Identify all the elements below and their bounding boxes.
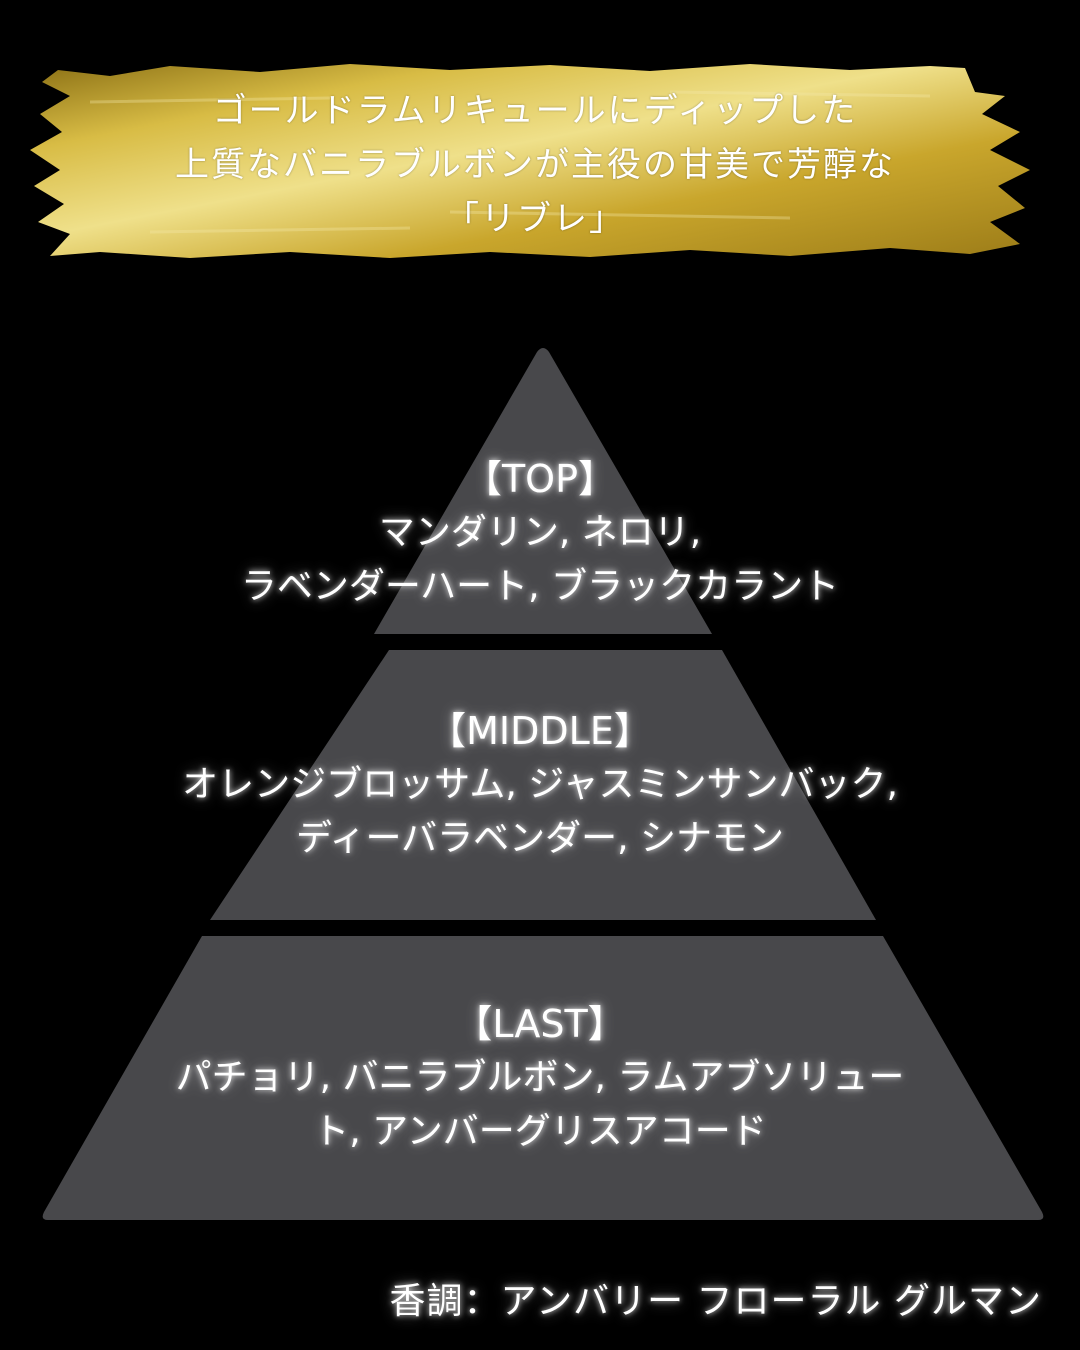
middle-notes: 【MIDDLE】 オレンジブロッサム, ジャスミンサンバック, ディーバラベンダ… [0,704,1080,866]
pyramid-tier-top [374,348,712,634]
banner-line-1: ゴールドラムリキュールにディップした [212,91,858,131]
fragrance-family: 香調：アンバリー フローラル グルマン [389,1281,1042,1322]
middle-notes-line-2: ディーバラベンダー, シナモン [295,818,784,859]
middle-notes-line-1: オレンジブロッサム, ジャスミンサンバック, [182,764,898,805]
last-notes-line-1: パチョリ, バニラブルボン, ラムアブソリュー [175,1057,905,1098]
last-notes-heading: 【LAST】 [454,1002,626,1046]
pyramid-tier-middle [210,650,876,920]
top-notes-heading: 【TOP】 [463,457,617,501]
top-notes-line-1: マンダリン, ネロリ, [378,512,702,553]
banner-line-3: 「リブレ」 [445,199,625,239]
banner-line-2: 上質なバニラブルボンが主役の甘美で芳醇な [175,145,895,185]
middle-notes-heading: 【MIDDLE】 [428,709,652,753]
gold-banner: ゴールドラムリキュールにディップした 上質なバニラブルボンが主役の甘美で芳醇な … [30,62,1040,262]
banner-headline: ゴールドラムリキュールにディップした 上質なバニラブルボンが主役の甘美で芳醇な … [30,84,1040,246]
gold-brush-stroke [30,64,1030,258]
top-notes-line-2: ラベンダーハート, ブラックカラント [240,566,840,607]
last-notes-line-2: ト, アンバーグリスアコード [313,1111,767,1152]
last-notes: 【LAST】 パチョリ, バニラブルボン, ラムアブソリュー ト, アンバーグリ… [0,997,1080,1159]
top-notes: 【TOP】 マンダリン, ネロリ, ラベンダーハート, ブラックカラント [0,452,1080,614]
pyramid-tier-last [42,936,1044,1220]
